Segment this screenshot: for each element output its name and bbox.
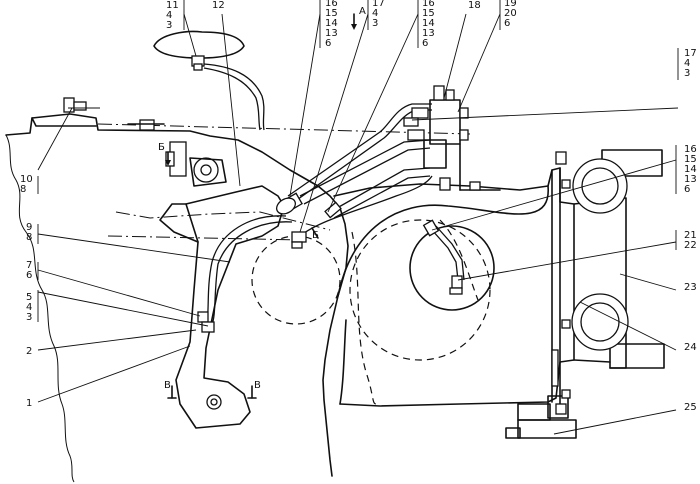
view-mark-v-right: В	[254, 380, 261, 391]
callout-number: 3	[684, 68, 690, 79]
callout-number: 23	[684, 282, 697, 293]
callout-c12: 12	[212, 0, 225, 11]
callout-number: 13	[684, 174, 697, 185]
callout-number: 6	[504, 18, 510, 29]
hidden-circle-center	[349, 219, 491, 361]
callout-number: 17	[372, 0, 385, 9]
callout-number: 16	[422, 0, 435, 9]
callout-c25: 25	[684, 402, 697, 413]
base-plate	[517, 419, 577, 439]
callout-number: 6	[325, 38, 331, 49]
callout-number: 4	[372, 8, 378, 19]
hidden-circle-left	[251, 235, 341, 325]
callout-number: 16	[684, 144, 697, 155]
callout-c23: 23	[684, 282, 697, 293]
callout-number: 8	[26, 232, 32, 243]
callout-number: 25	[684, 402, 697, 413]
lever-fittings	[165, 141, 463, 333]
upper-left-fitting	[63, 97, 165, 131]
view-mark-b-right: Б	[312, 230, 319, 241]
drum-circle	[409, 225, 495, 311]
view-mark-v-left: В	[164, 380, 171, 391]
callout-number: 12	[212, 0, 225, 11]
callout-c543: 543	[26, 292, 32, 323]
hydraulic-lines	[205, 103, 465, 325]
view-mark-a: А	[359, 6, 366, 17]
callout-number: 7	[26, 260, 32, 271]
leader-lines	[37, 0, 679, 435]
top-dome-cap	[153, 30, 265, 131]
lower-lug	[609, 343, 665, 369]
callout-number: 19	[504, 0, 517, 9]
callout-number: 13	[422, 28, 435, 39]
callout-c76: 76	[26, 260, 32, 281]
callout-number: 3	[372, 18, 378, 29]
callout-number: 10	[20, 174, 33, 185]
callout-number: 4	[684, 58, 690, 69]
callout-number: 14	[422, 18, 435, 29]
callout-c18: 18	[468, 0, 481, 11]
callout-c24: 24	[684, 342, 697, 353]
view-arrows	[165, 13, 357, 399]
left-frame-body	[5, 113, 349, 483]
centerline-upper	[97, 123, 471, 135]
callout-number: 20	[504, 8, 517, 19]
callout-number: 6	[26, 270, 32, 281]
callout-number: 24	[684, 342, 697, 353]
callout-c108: 108	[20, 174, 33, 195]
callout-number: 21	[684, 230, 697, 241]
callout-number: 14	[325, 18, 338, 29]
callout-number: 16	[325, 0, 338, 9]
callout-c1: 1	[26, 398, 32, 409]
hidden-contour	[351, 231, 377, 405]
callout-number: 15	[422, 8, 435, 19]
callout-c98: 98	[26, 222, 32, 243]
callout-c2: 2	[26, 346, 32, 357]
callout-number: 2	[26, 346, 32, 357]
callout-number: 3	[166, 20, 172, 31]
callout-number: 5	[26, 292, 32, 303]
callout-number: 18	[468, 0, 481, 11]
callout-number: 6	[422, 38, 428, 49]
callout-number: 1	[26, 398, 32, 409]
callout-number: 22	[684, 240, 697, 251]
callout-number: 9	[26, 222, 32, 233]
lever-arm	[159, 157, 285, 429]
callout-number: 4	[166, 10, 172, 21]
callout-number: 6	[684, 184, 690, 195]
callout-number: 11	[166, 0, 179, 11]
callout-number: 4	[26, 302, 32, 313]
callout-number: 3	[26, 312, 32, 323]
main-housing	[333, 149, 665, 439]
distributor-block	[403, 85, 501, 191]
callout-number: 13	[325, 28, 338, 39]
callout-number: 8	[20, 184, 26, 195]
callout-number: 17	[684, 48, 697, 59]
view-mark-b-left: Б	[158, 142, 165, 153]
callout-number: 15	[684, 154, 697, 165]
callout-number: 14	[684, 164, 697, 175]
callout-number: 15	[325, 8, 338, 19]
